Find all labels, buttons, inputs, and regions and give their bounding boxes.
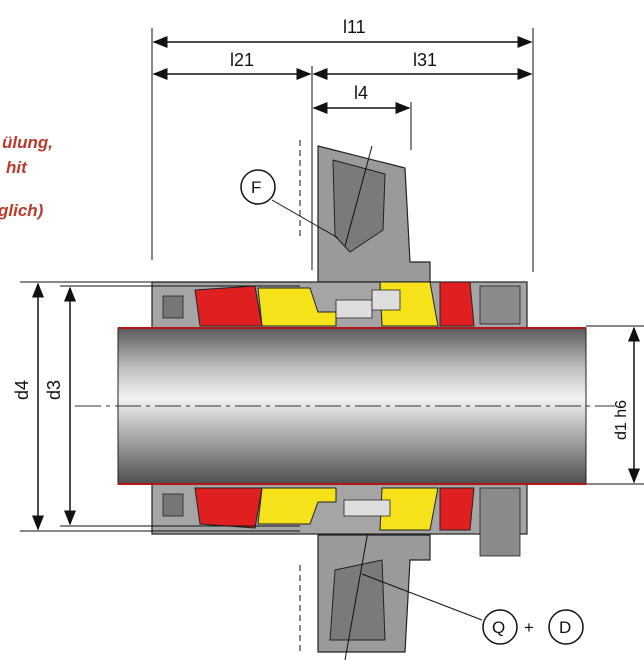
- port-f-circle: [240, 169, 276, 205]
- note-line-3: glich): [0, 201, 44, 220]
- dim-l11-label: l11: [343, 17, 366, 37]
- port-q-label: Q: [492, 618, 505, 637]
- port-f-label: F: [251, 178, 261, 197]
- dim-l21-label: l21: [230, 50, 254, 70]
- shaft: [75, 327, 615, 485]
- extension-lines: [20, 28, 644, 532]
- dim-d1-label: d1 h6: [613, 400, 630, 440]
- port-f-callout: F: [240, 169, 339, 239]
- dimension-lines: [32, 36, 640, 531]
- dim-d3-label: d3: [44, 380, 64, 400]
- dim-d4-label: d4: [12, 380, 32, 400]
- gland-flange-lower: [317, 519, 431, 660]
- port-q-circle: [482, 609, 518, 645]
- gland-flange-upper: [317, 145, 431, 283]
- note-line-2: hit: [6, 158, 28, 177]
- dim-l31-label: l31: [413, 50, 437, 70]
- port-qd-callout: Q + D: [361, 573, 584, 645]
- plus-sign: +: [524, 618, 534, 637]
- port-d-circle: [548, 609, 584, 645]
- port-d-label: D: [559, 618, 571, 637]
- seal-housing-upper: [151, 281, 528, 329]
- note-line-1: ülung,: [2, 133, 53, 152]
- dim-l4-label: l4: [354, 83, 368, 103]
- seal-housing-lower: [151, 483, 528, 557]
